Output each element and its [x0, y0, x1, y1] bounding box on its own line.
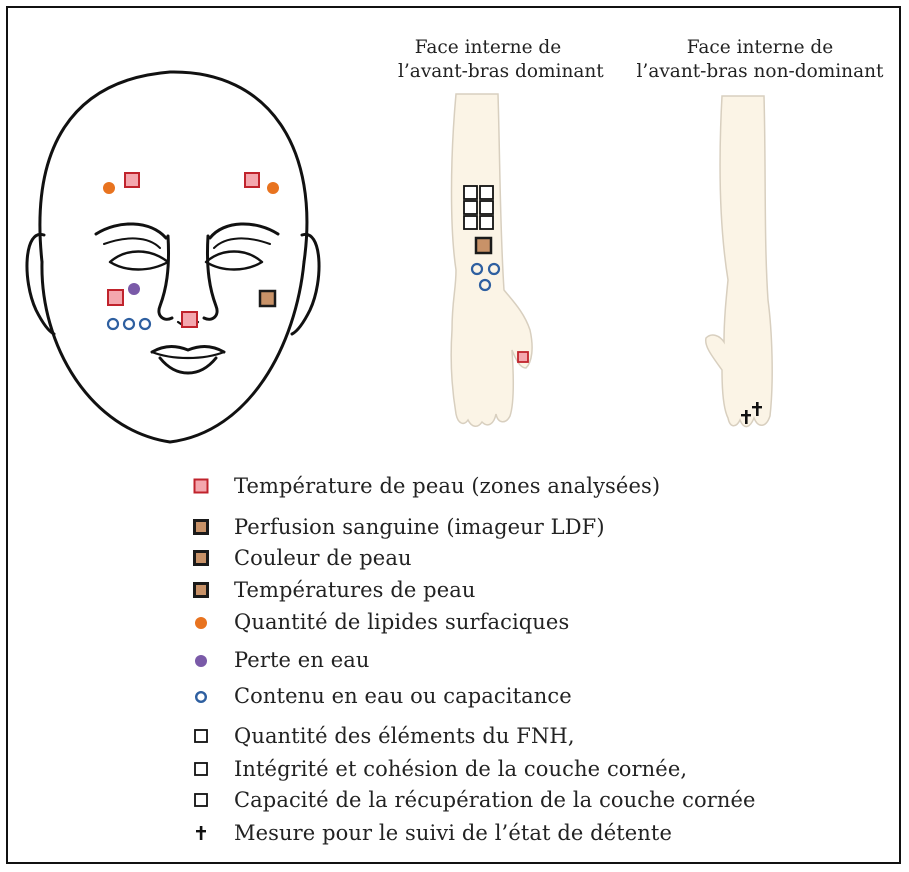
legend-item: Contenu en eau ou capacitance — [190, 681, 572, 711]
square-pink-icon — [190, 475, 212, 497]
open-square-icon — [190, 758, 212, 780]
nondominant-forearm-drawing — [704, 95, 773, 428]
fnh-marker — [463, 200, 478, 215]
capacitance-marker — [470, 262, 484, 276]
legend-label: Capacité de la récupération de la couche… — [234, 788, 756, 812]
caption-line: Face interne de — [686, 37, 834, 58]
skin-temp-marker — [107, 289, 124, 306]
lipid-marker — [267, 182, 279, 194]
capacitance-marker — [106, 317, 120, 331]
fnh-marker — [463, 185, 478, 200]
capacitance-marker — [122, 317, 136, 331]
legend-label: Intégrité et cohésion de la couche corné… — [234, 757, 688, 781]
face-drawing — [25, 70, 321, 444]
capacitance-marker — [487, 262, 501, 276]
relaxation-marker — [752, 402, 762, 416]
face-markers — [103, 172, 279, 331]
legend-item: Quantité des éléments du FNH, — [190, 721, 575, 751]
legend-item: Température de peau (zones analysées) — [190, 471, 660, 501]
skin-temp-marker — [181, 311, 198, 328]
purple-dot-icon — [190, 649, 212, 671]
fnh-marker — [479, 185, 494, 200]
legend-item: Capacité de la récupération de la couche… — [190, 785, 756, 815]
capacitance-marker — [478, 278, 492, 292]
legend-label: Mesure pour le suivi de l’état de détent… — [234, 821, 673, 845]
legend-item: Couleur de peau — [190, 543, 412, 573]
open-square-icon — [190, 789, 212, 811]
legend-item: Températures de peau — [190, 575, 476, 605]
legend-label: Perfusion sanguine (imageur LDF) — [234, 515, 605, 539]
legend-item: Perfusion sanguine (imageur LDF) — [190, 512, 605, 542]
square-brown-icon — [190, 579, 212, 601]
square-brown-icon — [190, 547, 212, 569]
open-square-icon — [190, 725, 212, 747]
orange-dot-icon — [190, 611, 212, 633]
skin-temp-marker — [517, 351, 529, 363]
nondominant-forearm-markers — [741, 402, 762, 424]
legend-item: Quantité de lipides surfaciques — [190, 607, 569, 637]
dominant-forearm-markers — [463, 185, 529, 363]
skin-temp-marker — [124, 172, 140, 188]
caption-line: l’avant-bras non-dominant — [636, 61, 884, 82]
square-brown-icon — [190, 516, 212, 538]
legend-label: Contenu en eau ou capacitance — [234, 684, 572, 708]
perfusion-marker — [258, 289, 277, 308]
fnh-marker — [479, 215, 494, 230]
nondominant-forearm-caption: Face interne de l’avant-bras non-dominan… — [632, 36, 888, 84]
legend-item: Intégrité et cohésion de la couche corné… — [190, 754, 687, 784]
fnh-marker — [479, 200, 494, 215]
legend-label: Perte en eau — [234, 648, 370, 672]
skin-temp-marker — [244, 172, 260, 188]
legend-label: Quantité de lipides surfaciques — [234, 610, 570, 634]
perfusion-marker — [474, 236, 493, 255]
legend-label: Températures de peau — [234, 578, 476, 602]
legend-label: Température de peau (zones analysées) — [234, 474, 661, 498]
legend-label: Quantité des éléments du FNH, — [234, 724, 575, 748]
blue-ring-icon — [190, 685, 212, 707]
water-loss-marker — [128, 283, 140, 295]
legend-item: Perte en eau — [190, 645, 370, 675]
fnh-marker — [463, 215, 478, 230]
dominant-forearm-drawing — [450, 93, 533, 427]
dominant-forearm-caption: Face interne de l’avant-bras dominant — [398, 36, 604, 84]
dagger-icon — [190, 822, 212, 844]
caption-line: l’avant-bras dominant — [398, 61, 604, 82]
caption-line: Face interne de — [414, 37, 562, 58]
legend-label: Couleur de peau — [234, 546, 412, 570]
relaxation-marker — [741, 410, 751, 424]
capacitance-marker — [138, 317, 152, 331]
lipid-marker — [103, 182, 115, 194]
legend-item: Mesure pour le suivi de l’état de détent… — [190, 818, 672, 848]
